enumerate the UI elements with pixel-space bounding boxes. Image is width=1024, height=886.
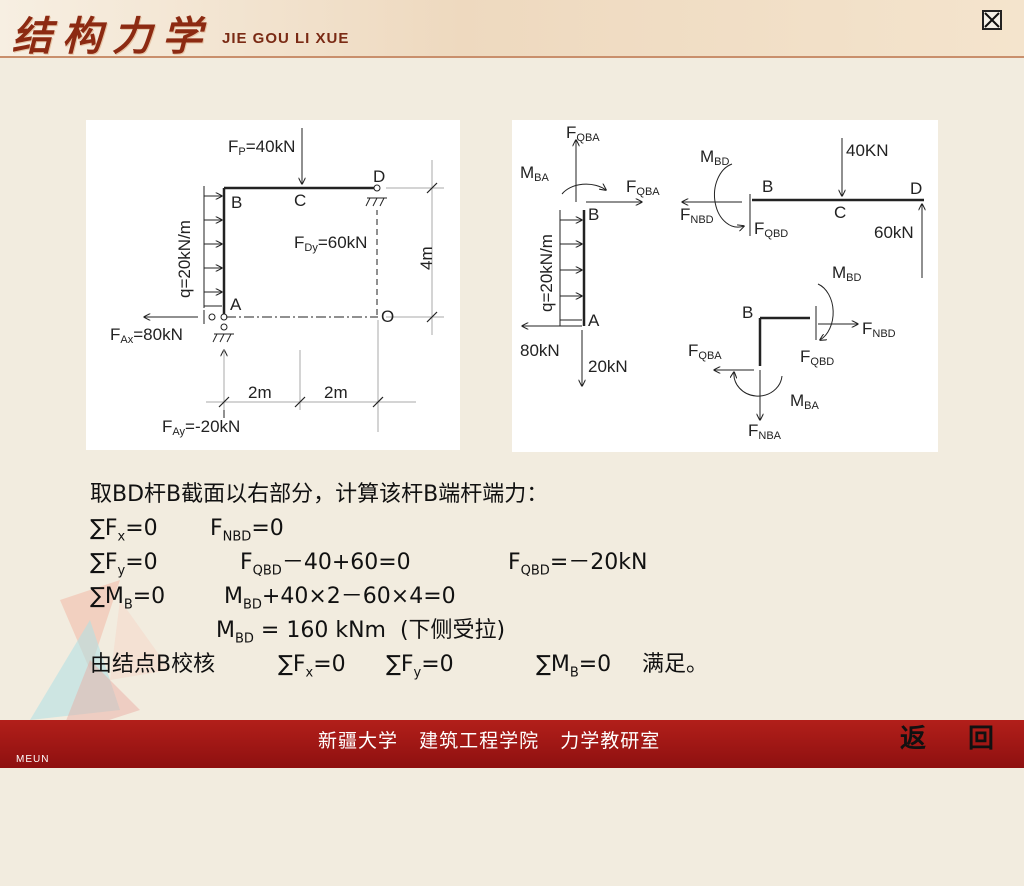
svg-text:MBD: MBD bbox=[832, 263, 862, 284]
close-icon bbox=[984, 12, 1000, 28]
joint-a-label: A bbox=[588, 311, 600, 330]
svg-text:FNBD: FNBD bbox=[862, 319, 896, 340]
fp-label: F bbox=[228, 137, 238, 156]
fdy-label: F bbox=[294, 233, 304, 252]
beam-b-label: B bbox=[762, 177, 773, 196]
svg-text:FQBD: FQBD bbox=[800, 347, 834, 368]
fqbd2-label: F bbox=[800, 347, 810, 366]
svg-text:MBA: MBA bbox=[520, 163, 550, 184]
course-logo: 结构力学 bbox=[12, 13, 212, 60]
mbd-label: M bbox=[700, 147, 714, 166]
fqba-top-sub: QBA bbox=[576, 132, 600, 144]
beam-d-label: D bbox=[910, 179, 922, 198]
fqba-right-sub: QBA bbox=[636, 186, 660, 198]
point-a-label: A bbox=[230, 295, 242, 314]
fqba-right-label: F bbox=[626, 177, 636, 196]
fqbd-sub: QBD bbox=[764, 228, 788, 240]
force-20-label: 20kN bbox=[588, 357, 628, 376]
header-bar: 结构力学 JIE GOU LI XUE bbox=[0, 0, 1024, 60]
fqba-top-label: F bbox=[566, 123, 576, 142]
footer-bar: 新疆大学 建筑工程学院 力学教研室 返 回 bbox=[0, 720, 1024, 768]
fay-sub: Ay bbox=[172, 426, 185, 438]
fp-sub: P bbox=[238, 146, 245, 158]
fay-label: F bbox=[162, 417, 172, 436]
load-40-label: 40KN bbox=[846, 141, 889, 160]
fax-sub: Ax bbox=[120, 334, 133, 346]
svg-text:FNBD: FNBD bbox=[680, 205, 714, 226]
q-load-label: q=20kN/m bbox=[175, 220, 194, 298]
fax-label: F bbox=[110, 325, 120, 344]
mbd-sub: BD bbox=[714, 156, 729, 168]
point-d-label: D bbox=[373, 167, 385, 186]
course-pinyin: JIE GOU LI XUE bbox=[222, 30, 350, 47]
fnbd-sub: NBD bbox=[690, 214, 713, 226]
svg-text:FDy=60kN: FDy=60kN bbox=[294, 233, 367, 254]
fdy-sub: Dy bbox=[304, 242, 318, 254]
fnba-label: F bbox=[748, 421, 758, 440]
fdy-value: =60kN bbox=[318, 233, 368, 252]
close-button[interactable] bbox=[982, 10, 1002, 30]
fqbd2-sub: QBD bbox=[810, 356, 834, 368]
svg-text:MBA: MBA bbox=[790, 391, 820, 412]
joint-b2-label: B bbox=[742, 303, 753, 322]
svg-text:MBD: MBD bbox=[700, 147, 730, 168]
point-b-label: B bbox=[231, 193, 242, 212]
q-load-label-right: q=20kN/m bbox=[537, 234, 556, 312]
point-c-label: C bbox=[294, 191, 306, 210]
mba-label: M bbox=[520, 163, 534, 182]
menu-button[interactable]: MEUN bbox=[16, 754, 50, 765]
dim-left: 2m bbox=[248, 383, 272, 402]
return-button[interactable]: 回 bbox=[967, 724, 994, 754]
joint-b-label: B bbox=[588, 205, 599, 224]
beam-c-label: C bbox=[834, 203, 846, 222]
mba2-label: M bbox=[790, 391, 804, 410]
footer-institution: 新疆大学 建筑工程学院 力学教研室 bbox=[318, 730, 661, 752]
svg-text:FQBA: FQBA bbox=[626, 177, 660, 198]
mbd2-label: M bbox=[832, 263, 846, 282]
mba2-sub: BA bbox=[804, 400, 819, 412]
svg-text:FQBA: FQBA bbox=[688, 341, 722, 362]
calc-sum-fx: ∑Fx=0 FNBD=0 bbox=[90, 516, 284, 545]
svg-text:FP=40kN: FP=40kN bbox=[228, 137, 295, 158]
dim-right: 2m bbox=[324, 383, 348, 402]
svg-text:FQBA: FQBA bbox=[566, 123, 600, 144]
fqba2-sub: QBA bbox=[698, 350, 722, 362]
svg-text:FAx=80kN: FAx=80kN bbox=[110, 325, 183, 346]
calc-sum-fy: ∑Fy=0 FQBD－40+60=0 FQBD=－20kN bbox=[90, 550, 648, 579]
fay-value: =-20kN bbox=[185, 417, 240, 436]
fnbd2-label: F bbox=[862, 319, 872, 338]
force-80-label: 80kN bbox=[520, 341, 560, 360]
fnbd2-sub: NBD bbox=[872, 328, 895, 340]
fqbd-label: F bbox=[754, 219, 764, 238]
point-o-label: O bbox=[381, 307, 394, 326]
fnba-sub: NBA bbox=[758, 430, 781, 442]
calc-check: 由结点B校核 ∑Fx=0 ∑Fy=0 ∑MB=0 满足。 bbox=[90, 652, 709, 681]
load-60-label: 60kN bbox=[874, 223, 914, 242]
free-body-diagrams: FQBA MBA FQBA B q=20kN/m A 80kN 20kN MBD… bbox=[512, 120, 938, 452]
calculation-text: 取BD杆B截面以右部分，计算该杆B端杆端力： ∑Fx=0 FNBD=0 ∑Fy=… bbox=[90, 478, 950, 682]
svg-text:FNBA: FNBA bbox=[748, 421, 782, 442]
fax-value: =80kN bbox=[133, 325, 183, 344]
calc-intro: 取BD杆B截面以右部分，计算该杆B端杆端力： bbox=[90, 482, 549, 507]
svg-text:FQBD: FQBD bbox=[754, 219, 788, 240]
height-dimension: 4m bbox=[417, 246, 436, 270]
fqba2-label: F bbox=[688, 341, 698, 360]
back-button[interactable]: 返 bbox=[899, 724, 926, 754]
mba-sub: BA bbox=[534, 172, 549, 184]
fnbd-label: F bbox=[680, 205, 690, 224]
calc-sum-mb: ∑MB=0 MBD+40×2－60×4=0 bbox=[90, 584, 456, 613]
frame-diagram: FP=40kN B C D A O q=20kN/m FDy=60kN 4m F… bbox=[86, 120, 460, 450]
fp-value: =40kN bbox=[246, 137, 296, 156]
mbd2-sub: BD bbox=[846, 272, 861, 284]
svg-text:FAy=-20kN: FAy=-20kN bbox=[162, 417, 240, 438]
calc-mbd-result: MBD = 160 kNm (下侧受拉) bbox=[216, 618, 506, 647]
